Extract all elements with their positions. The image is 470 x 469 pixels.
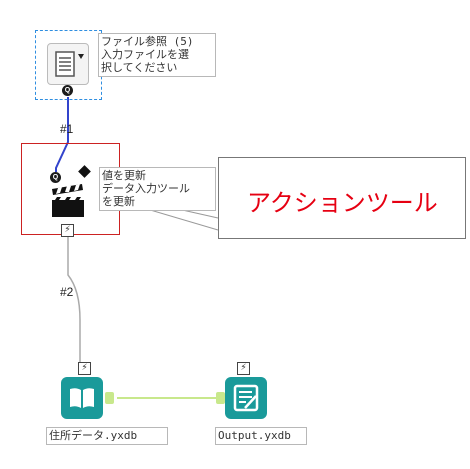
update-value-label-line3: を更新	[102, 195, 135, 208]
connection-wire-2	[67, 232, 81, 362]
output-tool-action-anchor[interactable]: ⚡	[237, 362, 250, 375]
file-browse-label-line2: 入力ファイルを選	[101, 48, 189, 61]
file-browse-label-line3: 択してください	[101, 61, 178, 74]
input-tool-output-anchor[interactable]	[105, 392, 114, 404]
open-book-icon	[70, 388, 94, 408]
update-value-label-line1: 値を更新	[102, 169, 146, 182]
output-tool-input-anchor[interactable]	[216, 392, 225, 404]
note-pencil-icon	[233, 384, 259, 412]
file-browse-output-anchor[interactable]: Q	[62, 85, 73, 96]
callout-box	[218, 157, 466, 239]
update-value-label: 値を更新 データ入力ツール を更新	[99, 167, 216, 211]
update-value-label-line2: データ入力ツール	[102, 182, 190, 195]
output-tool[interactable]	[225, 377, 267, 419]
file-browse-label-line1: ファイル参照 (5)	[101, 35, 194, 48]
input-tool-label: 住所データ.yxdb	[46, 427, 168, 445]
connection-label-1: #1	[60, 122, 74, 136]
update-value-tool[interactable]	[48, 183, 88, 219]
file-browse-tool[interactable]	[47, 43, 89, 85]
input-tool-action-anchor[interactable]: ⚡	[78, 362, 91, 375]
update-value-input-anchor[interactable]: Q	[50, 172, 61, 183]
file-browse-label: ファイル参照 (5) 入力ファイルを選 択してください	[98, 33, 216, 77]
input-tool[interactable]	[61, 377, 103, 419]
clapperboard-icon	[52, 184, 84, 217]
document-dropdown-icon	[55, 51, 84, 77]
update-value-output-anchor[interactable]: ⚡	[61, 224, 74, 237]
connection-label-2: #2	[60, 285, 74, 299]
connection-wire-1	[55, 97, 69, 172]
callout-text: アクションツール	[247, 190, 438, 217]
output-tool-label: Output.yxdb	[215, 427, 307, 445]
